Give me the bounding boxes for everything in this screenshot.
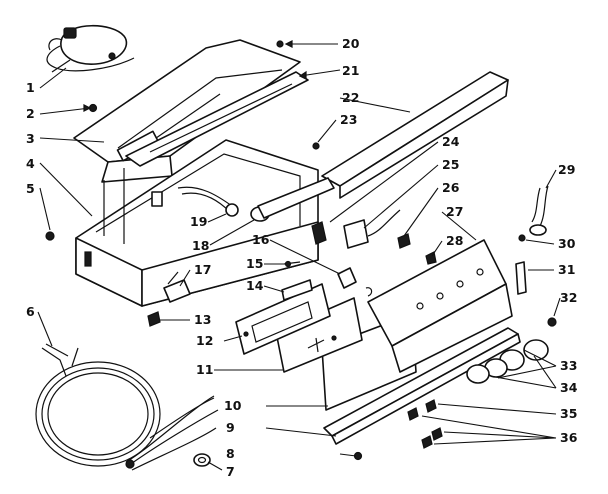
callout-2: 2 (26, 106, 35, 121)
part-19-wire-grommet (177, 186, 239, 217)
callout-13: 13 (194, 312, 211, 327)
callout-22: 22 (342, 90, 359, 105)
part-28-nut (425, 251, 437, 265)
part-6-wire-coil (35, 343, 219, 471)
callout-17: 17 (194, 262, 211, 277)
callout-21: 21 (342, 63, 359, 78)
part-35-36-sockets (407, 399, 443, 449)
callout-3: 3 (26, 131, 35, 146)
part-16-lamp-holder (337, 267, 373, 297)
callout-19: 19 (190, 214, 207, 229)
part-25-relay (311, 209, 401, 249)
part-3-top-panel (73, 39, 301, 183)
part-4-housing-box (75, 139, 319, 307)
callout-27: 27 (446, 204, 463, 219)
callout-8: 8 (226, 446, 235, 461)
part-29-lamp (529, 185, 549, 236)
callout-12: 12 (196, 333, 213, 348)
part-14-bracket (281, 279, 313, 301)
callout-26: 26 (442, 180, 460, 195)
callout-15: 15 (246, 256, 263, 271)
callout-36: 36 (560, 430, 578, 445)
callout-32: 32 (560, 290, 577, 305)
callout-20: 20 (342, 36, 360, 51)
part-24-rod (257, 177, 335, 219)
part-27-front-panel (367, 239, 513, 373)
leader-arrowheads (83, 40, 307, 112)
callout-9: 9 (226, 420, 235, 435)
callout-34: 34 (560, 380, 578, 395)
part-21-top-trim (125, 71, 309, 167)
callout-24: 24 (442, 134, 460, 149)
part-26-nut (397, 233, 411, 249)
part-23-screw (312, 142, 320, 150)
part-31-indicator-strip (515, 261, 527, 295)
part-22-channel (321, 71, 509, 199)
part-1-harness (46, 25, 135, 73)
callout-28: 28 (446, 233, 463, 248)
part-13-clip (147, 311, 161, 327)
callout-7: 7 (226, 464, 235, 479)
callout-18: 18 (192, 238, 209, 253)
part-20-screw (276, 40, 284, 48)
callout-16: 16 (252, 232, 270, 247)
callout-1: 1 (26, 80, 35, 95)
part-7-grommet (193, 453, 211, 467)
callout-14: 14 (246, 278, 264, 293)
callout-11: 11 (196, 362, 213, 377)
callout-35: 35 (560, 406, 577, 421)
callout-labels: 1 2 3 4 5 6 7 8 9 10 11 12 13 14 15 16 1… (26, 36, 578, 479)
part-9-bottom-rail (323, 327, 521, 445)
callout-33: 33 (560, 358, 577, 373)
callout-23: 23 (340, 112, 357, 127)
part-17-terminal-block (163, 271, 191, 303)
callout-31: 31 (558, 262, 575, 277)
leader-lines (37, 43, 561, 471)
callout-10: 10 (224, 398, 242, 413)
callout-25: 25 (442, 157, 459, 172)
callout-5: 5 (26, 181, 35, 196)
part-15-screw (283, 260, 301, 268)
callout-30: 30 (558, 236, 576, 251)
callout-29: 29 (558, 162, 575, 177)
callout-6: 6 (26, 304, 35, 319)
part-32-screw (547, 317, 557, 327)
part-34-knobs (466, 358, 508, 384)
part-30-bulb (518, 234, 526, 242)
callout-4: 4 (26, 156, 35, 171)
part-5-screw (45, 231, 55, 241)
